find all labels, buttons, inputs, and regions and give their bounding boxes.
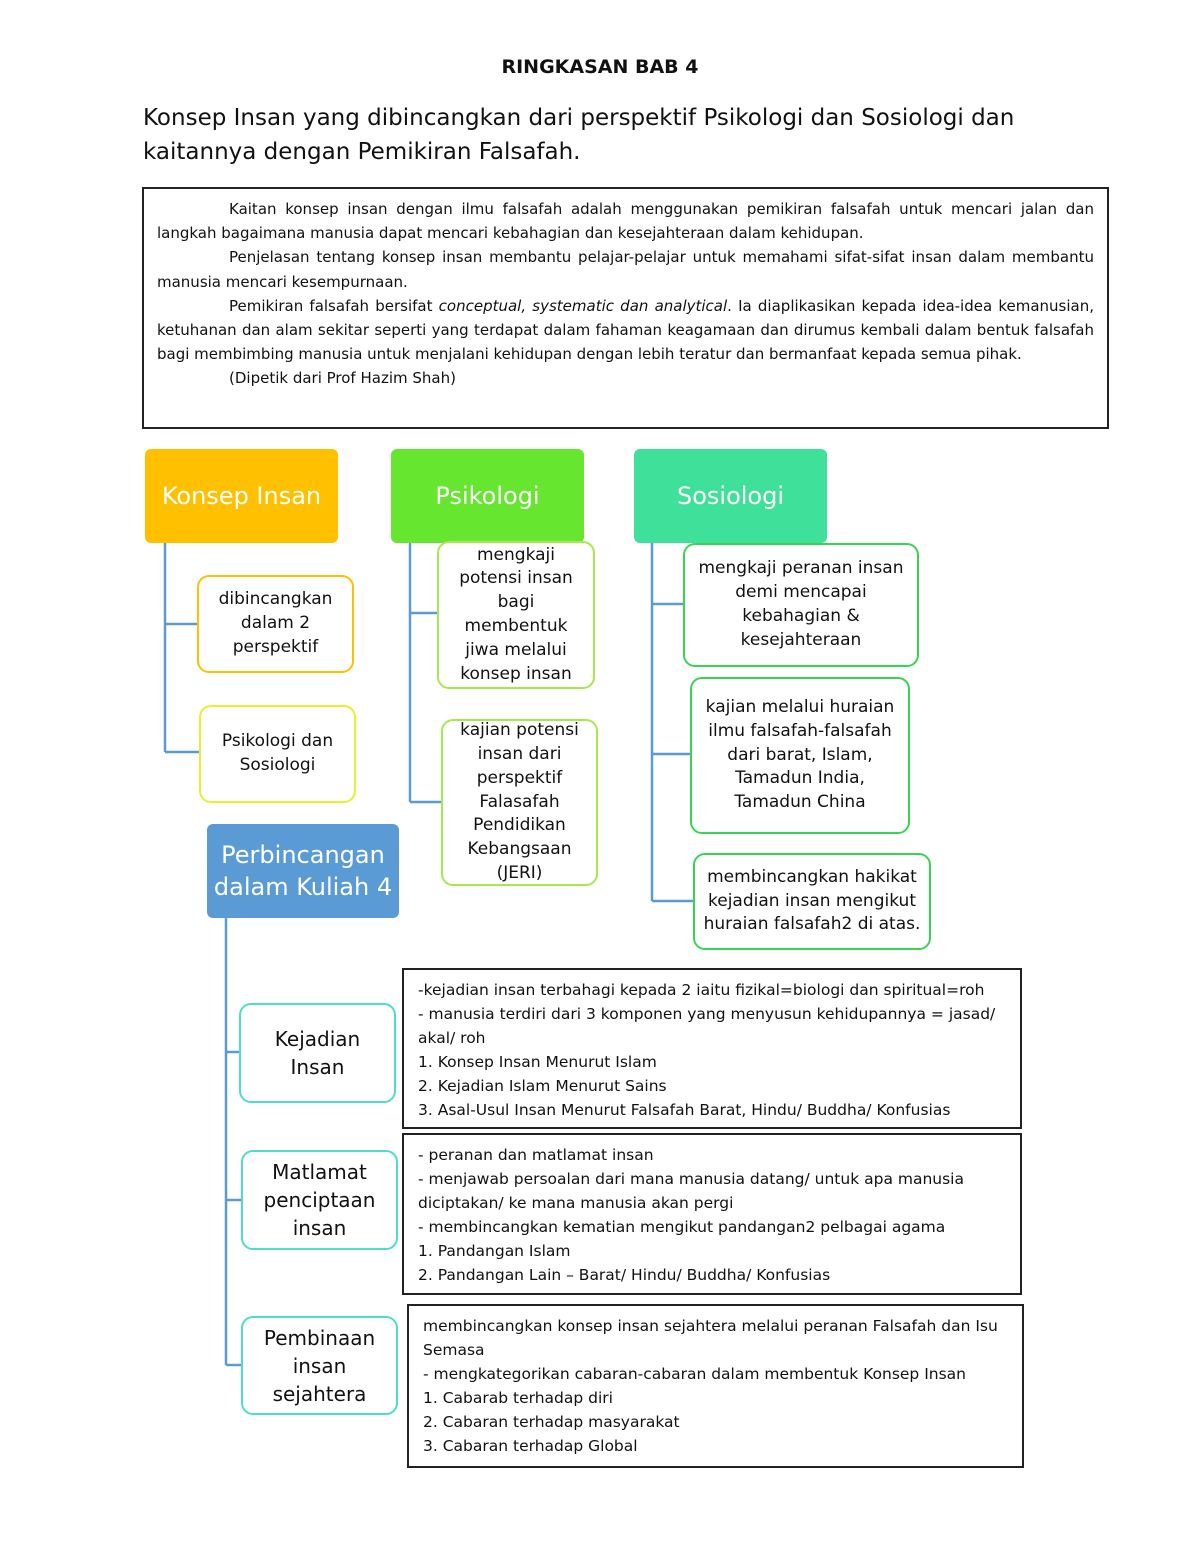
intro-paragraph-3: Pemikiran falsafah bersifat conceptual, … — [157, 294, 1094, 367]
connector-group — [163, 543, 693, 1367]
intro-source: (Dipetik dari Prof Hazim Shah) — [229, 369, 456, 388]
detail-line: 1. Cabarab terhadap diri — [423, 1389, 613, 1407]
intro-p3-before: Pemikiran falsafah bersifat — [229, 296, 439, 315]
detail-line: - peranan dan matlamat insan — [418, 1146, 654, 1164]
intro-paragraph-1: Kaitan konsep insan dengan ilmu falsafah… — [157, 200, 1094, 243]
detail-line: - menjawab persoalan dari mana manusia d… — [418, 1170, 964, 1188]
intro-p3-italic: conceptual, systematic dan analytical — [438, 296, 728, 315]
sosiologi-header: Sosiologi — [634, 449, 827, 543]
intro-paragraph-2: Penjelasan tentang konsep insan membantu… — [157, 248, 1094, 291]
detail-line: - manusia terdiri dari 3 komponen yang m… — [418, 1005, 996, 1023]
detail-line: Semasa — [423, 1341, 485, 1359]
detail-line: - mengkategorikan cabaran-cabaran dalam … — [423, 1365, 966, 1383]
psikologi-item-mengkaji-potensi: mengkaji potensi insan bagi membentuk ji… — [437, 541, 595, 689]
detail-line: akal/ roh — [418, 1029, 486, 1047]
detail-box-matlamat: - peranan dan matlamat insan - menjawab … — [402, 1133, 1022, 1295]
connector-konsep — [163, 543, 199, 754]
connector-sosiologi — [650, 543, 693, 903]
konsep-item-psikologi-sosiologi: Psikologi dan Sosiologi — [199, 705, 356, 803]
kuliah-section-kejadian-insan: Kejadian Insan — [239, 1003, 396, 1103]
konsep-insan-header: Konsep Insan — [145, 449, 338, 543]
detail-line: -kejadian insan terbahagi kepada 2 iaitu… — [418, 981, 985, 999]
subtitle-line-1: Konsep Insan yang dibincangkan dari pers… — [143, 105, 1015, 131]
detail-line: 1. Pandangan Islam — [418, 1242, 571, 1260]
detail-line: membincangkan konsep insan sejahtera mel… — [423, 1317, 998, 1335]
psikologi-header: Psikologi — [391, 449, 584, 543]
document-subtitle: Konsep Insan yang dibincangkan dari pers… — [143, 101, 1043, 169]
detail-box-pembinaan: membincangkan konsep insan sejahtera mel… — [407, 1304, 1024, 1468]
konsep-item-perspektif: dibincangkan dalam 2 perspektif — [197, 575, 354, 673]
kuliah-header: Perbincangan dalam Kuliah 4 — [207, 824, 399, 918]
detail-line: - membincangkan kematian mengikut pandan… — [418, 1218, 946, 1236]
kuliah-section-matlamat: Matlamat penciptaan insan — [241, 1150, 398, 1250]
psikologi-item-kajian-potensi: kajian potensi insan dari perspektif Fal… — [441, 719, 598, 886]
detail-line: 2. Pandangan Lain – Barat/ Hindu/ Buddha… — [418, 1266, 831, 1284]
connector-psikologi — [408, 543, 441, 804]
kuliah-section-pembinaan: Pembinaan insan sejahtera — [241, 1316, 398, 1415]
detail-line: 1. Konsep Insan Menurut Islam — [418, 1053, 657, 1071]
sosiologi-item-mengkaji-peranan: mengkaji peranan insan demi mencapai keb… — [683, 543, 919, 667]
sosiologi-item-kajian-huraian: kajian melalui huraian ilmu falsafah-fal… — [690, 677, 910, 834]
document-title: RINGKASAN BAB 4 — [501, 56, 699, 78]
subtitle-line-2: kaitannya dengan Pemikiran Falsafah. — [143, 139, 581, 165]
detail-line: diciptakan/ ke mana manusia akan pergi — [418, 1194, 734, 1212]
intro-text-box: Kaitan konsep insan dengan ilmu falsafah… — [142, 187, 1109, 429]
detail-line: 2. Kejadian Islam Menurut Sains — [418, 1077, 667, 1095]
detail-line: 3. Cabaran terhadap Global — [423, 1437, 638, 1455]
sosiologi-item-hakikat-kejadian: membincangkan hakikat kejadian insan men… — [693, 853, 931, 950]
intro-p3-after: . Ia diaplikasikan kepada idea-idea kema… — [157, 296, 1094, 364]
detail-line: 2. Cabaran terhadap masyarakat — [423, 1413, 680, 1431]
detail-box-kejadian-insan: -kejadian insan terbahagi kepada 2 iaitu… — [402, 968, 1022, 1129]
connector-kuliah — [224, 917, 242, 1367]
detail-line: 3. Asal-Usul Insan Menurut Falsafah Bara… — [418, 1101, 951, 1119]
